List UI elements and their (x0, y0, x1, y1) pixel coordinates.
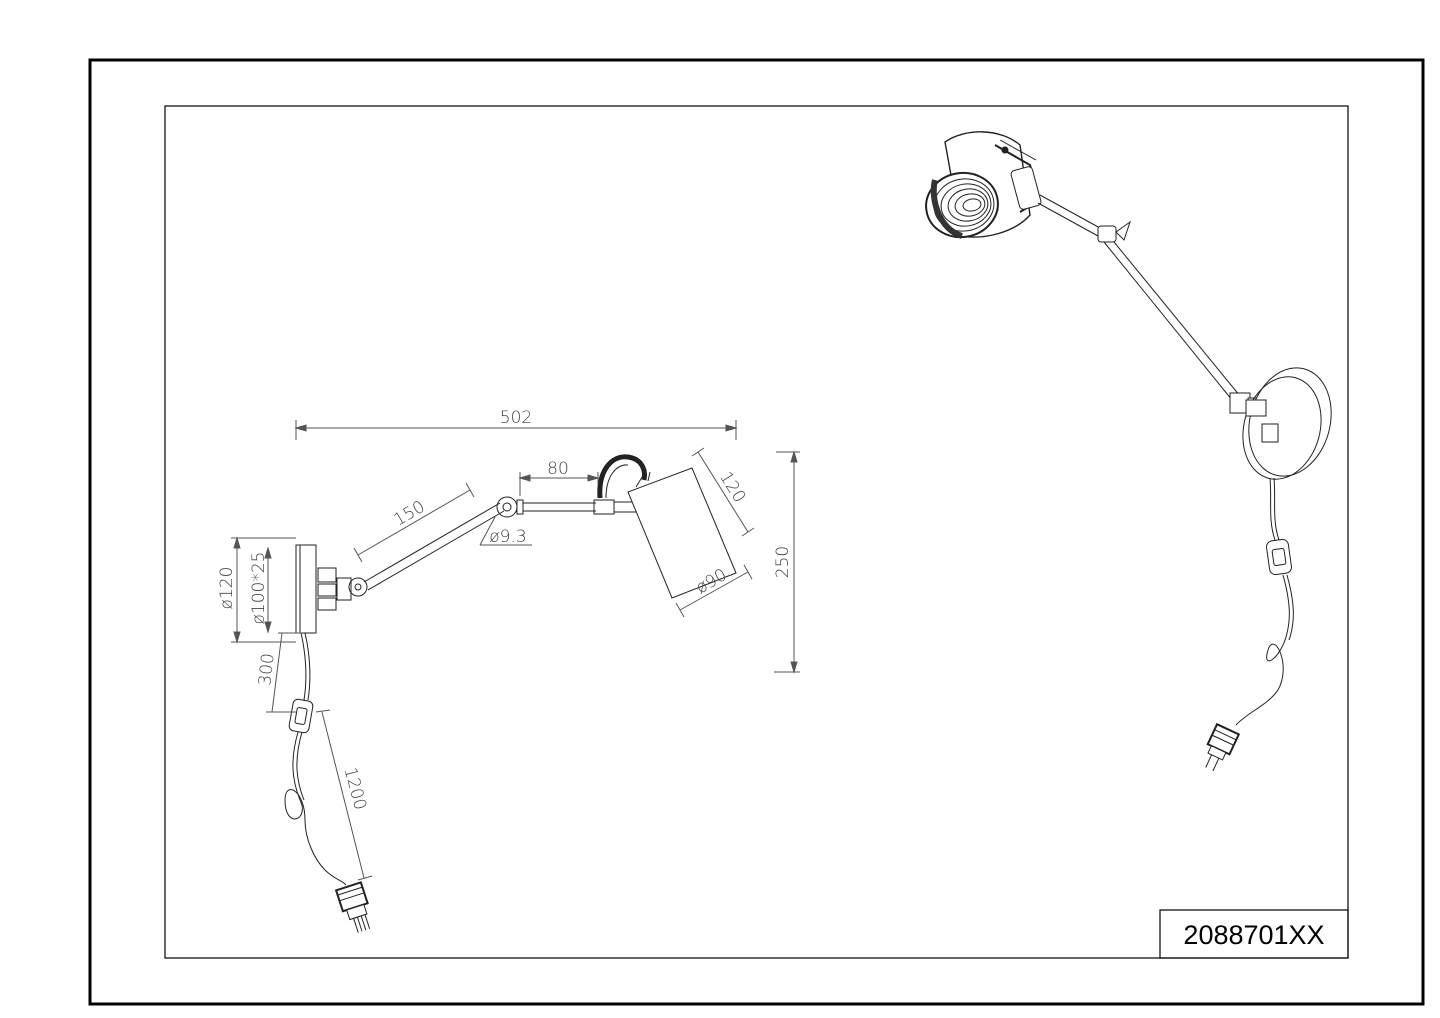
dim-upper-arm: 80 (547, 459, 569, 479)
inner-frame (164, 105, 1349, 959)
dimension-lines (231, 420, 800, 881)
dim-cable-length: 1200 (340, 765, 371, 812)
perspective-view-drawing (925, 131, 1332, 772)
dim-total-height: 250 (773, 546, 793, 578)
side-view-drawing (284, 454, 737, 933)
wall-plate (295, 544, 317, 634)
perspective-base-plate (1248, 367, 1332, 477)
dim-base-inner: ø100*25 (249, 552, 269, 625)
outer-frame (88, 58, 1425, 1006)
dim-total-length: 502 (500, 408, 532, 428)
dim-cable-to-switch: 300 (255, 652, 278, 686)
model-code: 2088701XX (1183, 920, 1324, 950)
dim-tube-diameter: ø9.3 (489, 527, 526, 547)
dim-base-diameter: ø120 (217, 567, 237, 610)
title-block: 2088701XX (1159, 909, 1349, 959)
lamp-shade (627, 467, 737, 599)
